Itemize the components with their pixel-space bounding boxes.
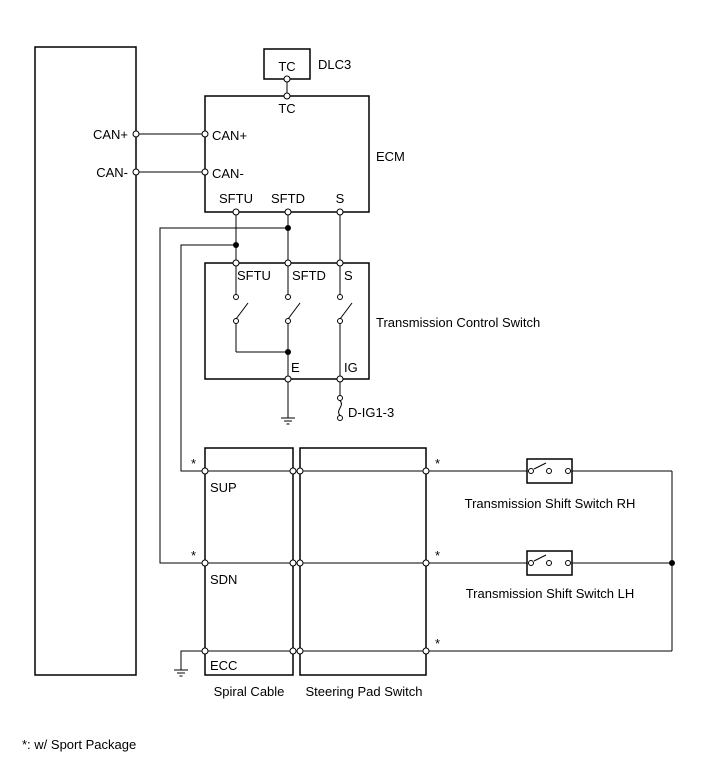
- spiral-cable-box: [204, 447, 294, 676]
- shift-switch-rh-label: Transmission Shift Switch RH: [465, 496, 636, 511]
- ground-icon: [174, 650, 205, 677]
- steering-pad-switch-label: Steering Pad Switch: [305, 684, 422, 699]
- ecm-pin-can-minus: CAN-: [212, 166, 244, 181]
- ecm-pin-sftd: SFTD: [271, 191, 305, 206]
- fuse-icon: [337, 379, 343, 421]
- s-switch-contact: [337, 263, 353, 379]
- transmission-control-switch-label: Transmission Control Switch: [376, 315, 540, 330]
- shift-switch-rh: [526, 458, 573, 484]
- return-junction: [669, 560, 675, 566]
- sup-branch-wire: [180, 244, 236, 472]
- option-mark: *: [191, 456, 196, 471]
- can-plus-label: CAN+: [93, 127, 128, 142]
- sftd-junction: [285, 225, 291, 231]
- can-gateway-bar: [34, 46, 137, 676]
- ecm-pin-tc: TC: [278, 101, 295, 116]
- steering-pad-switch-box: [299, 447, 427, 676]
- ecm-pin-can-plus: CAN+: [212, 128, 247, 143]
- option-mark: *: [435, 456, 440, 471]
- dlc3-pin-label: TC: [278, 59, 295, 74]
- fuse-label: D-IG1-3: [348, 405, 394, 420]
- ecm-pin-sftu: SFTU: [219, 191, 253, 206]
- tcs-pin-s: S: [344, 268, 353, 283]
- shift-switch-lh-label: Transmission Shift Switch LH: [466, 586, 635, 601]
- dlc3-label: DLC3: [318, 57, 351, 72]
- ground-icon: [281, 379, 295, 425]
- ecm-label: ECM: [376, 149, 405, 164]
- tcs-pin-e: E: [291, 360, 300, 375]
- tcs-common-junction: [285, 349, 291, 355]
- sftu-junction: [233, 242, 239, 248]
- option-mark: *: [435, 548, 440, 563]
- spiral-pin-sdn: SDN: [210, 572, 237, 587]
- shift-switch-lh: [526, 550, 573, 576]
- option-mark: *: [191, 548, 196, 563]
- can-minus-label: CAN-: [96, 165, 128, 180]
- ecm-pin-s: S: [336, 191, 345, 206]
- option-mark: *: [435, 636, 440, 651]
- sftu-switch-contact: [233, 263, 249, 352]
- connector-terminals: [132, 75, 430, 655]
- spiral-cable-label: Spiral Cable: [214, 684, 285, 699]
- spiral-pin-ecc: ECC: [210, 658, 237, 673]
- spiral-pin-sup: SUP: [210, 480, 237, 495]
- tcs-pin-sftd: SFTD: [292, 268, 326, 283]
- footnote: *: w/ Sport Package: [22, 737, 136, 752]
- tcs-pin-ig: IG: [344, 360, 358, 375]
- tcs-pin-sftu: SFTU: [237, 268, 271, 283]
